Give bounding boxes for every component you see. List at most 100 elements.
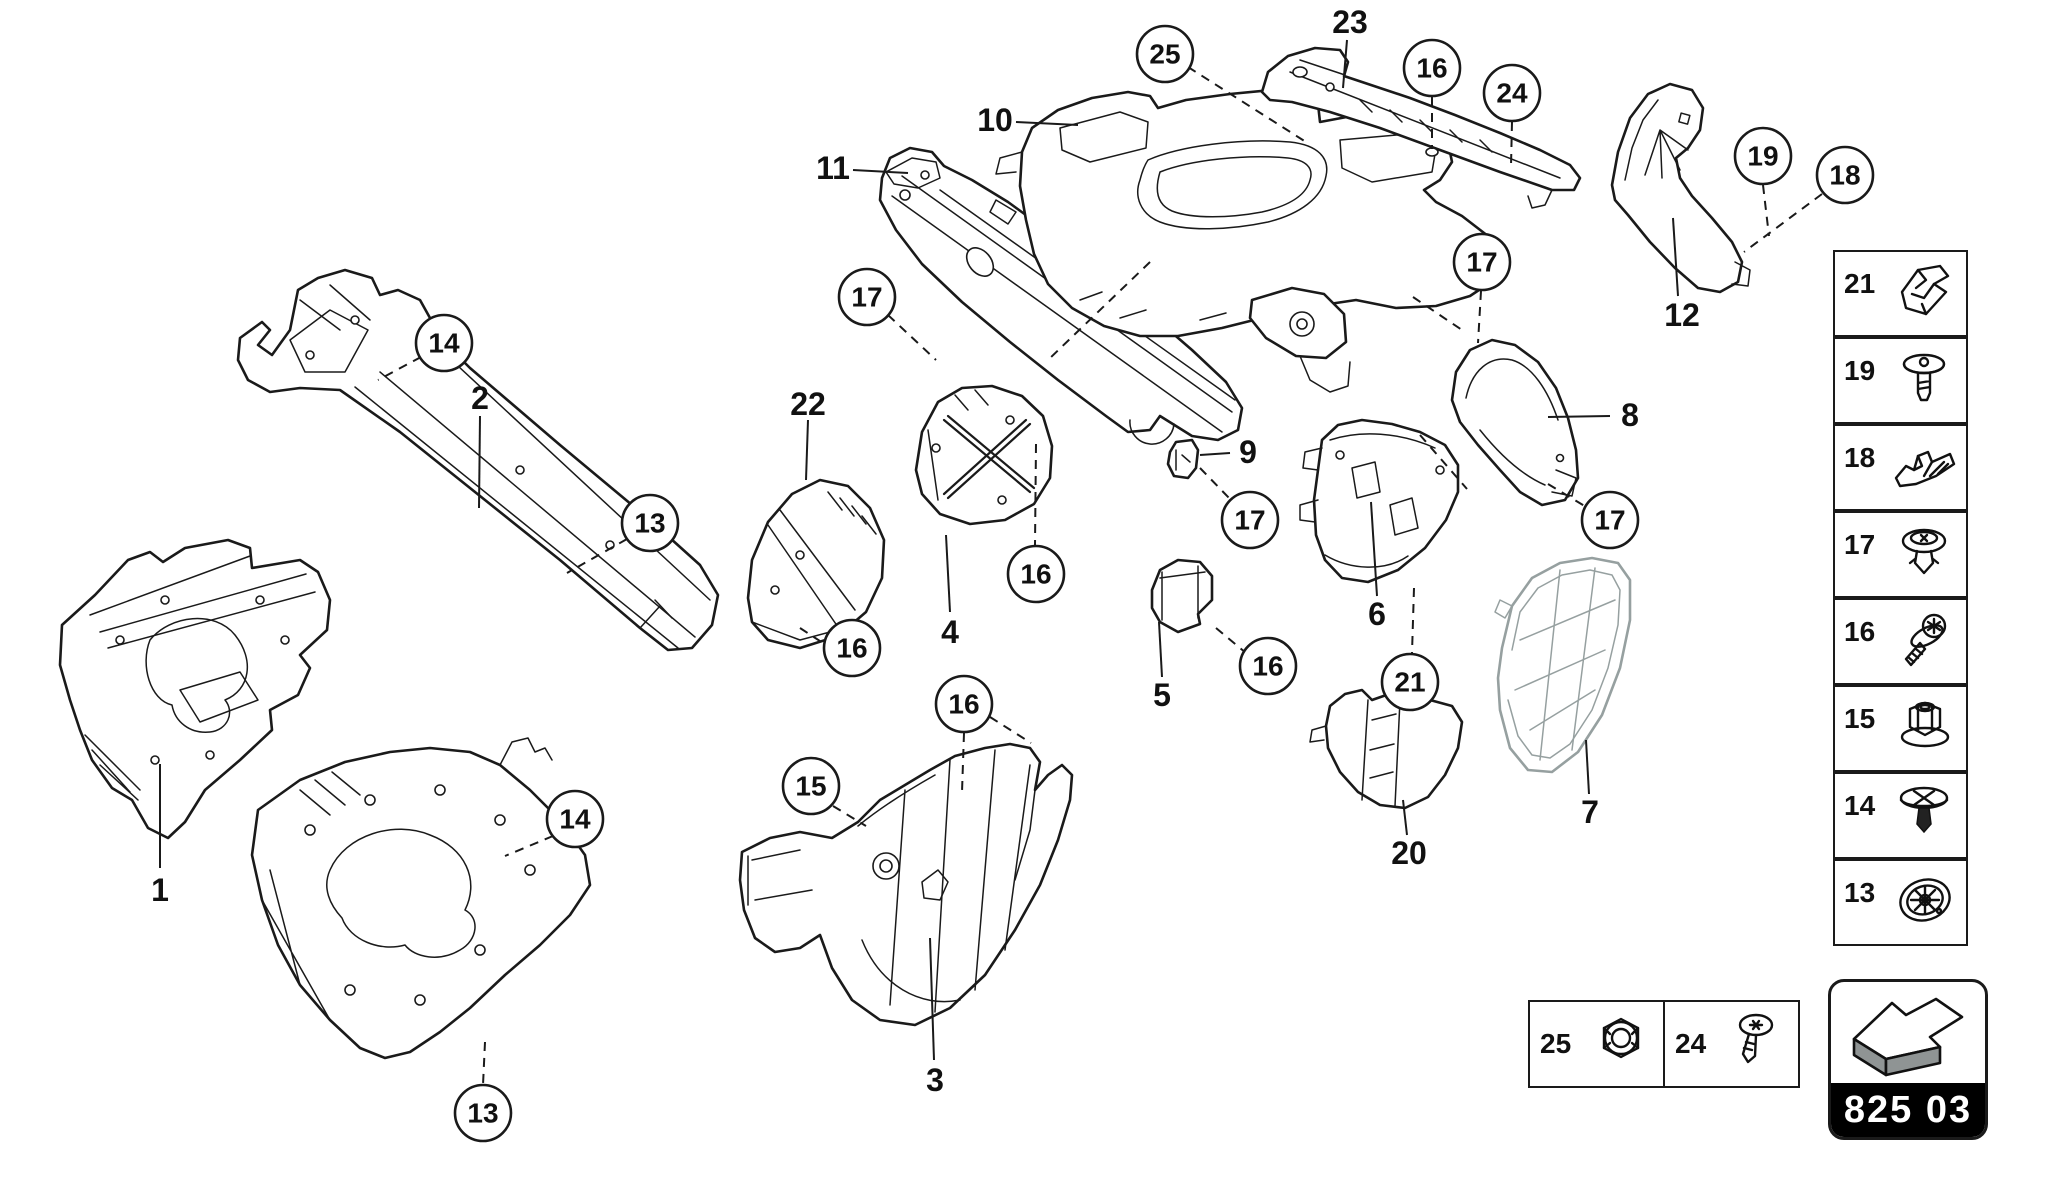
flange-screw-icon (1888, 606, 1960, 678)
callout-17[interactable]: 17 (1220, 490, 1280, 550)
assembly-end-cap-drawing[interactable] (1248, 286, 1351, 393)
label-20[interactable]: 20 (1391, 835, 1427, 871)
label-1[interactable]: 1 (151, 872, 169, 908)
part-12-drawing[interactable] (1610, 82, 1751, 294)
fastener-row-16[interactable]: 16 (1833, 598, 1968, 685)
page-code-bar: 825 03 (1831, 1083, 1985, 1137)
fastener-row-19[interactable]: 19 (1833, 337, 1968, 424)
part-4-drawing[interactable] (914, 384, 1054, 526)
part-1-drawing[interactable] (58, 538, 332, 840)
circle-callouts: 25 16 24 19 18 17 17 14 13 16 16 17 17 1… (414, 24, 1875, 1143)
part-6-drawing[interactable] (1299, 418, 1460, 584)
svg-text:17: 17 (1234, 505, 1265, 536)
fastener-number: 17 (1844, 528, 1876, 560)
callout-24[interactable]: 24 (1482, 63, 1542, 123)
fastener-number: 21 (1844, 267, 1876, 299)
part-7-drawing[interactable] (1494, 556, 1632, 774)
fastener-row-14[interactable]: 14 (1833, 772, 1968, 859)
legend-cell-24[interactable]: 24 (1665, 1002, 1798, 1086)
label-11[interactable]: 11 (816, 150, 850, 186)
callout-16[interactable]: 16 (1402, 38, 1462, 98)
callout-17[interactable]: 17 (837, 267, 897, 327)
part-23-drawing[interactable] (1260, 46, 1582, 209)
svg-text:16: 16 (948, 689, 979, 720)
part-20-drawing[interactable] (1309, 688, 1464, 810)
callout-16[interactable]: 16 (934, 674, 994, 734)
label-3[interactable]: 3 (926, 1062, 944, 1098)
fastener-row-17[interactable]: 17 (1833, 511, 1968, 598)
part-10-drawing[interactable] (995, 88, 1502, 338)
svg-text:15: 15 (795, 771, 826, 802)
fastener-row-21[interactable]: 21 (1833, 250, 1968, 337)
label-12[interactable]: 12 (1664, 297, 1700, 333)
torx-screw-icon (1718, 1008, 1790, 1080)
spoked-disc-icon (1888, 867, 1960, 939)
label-4[interactable]: 4 (941, 614, 959, 650)
callout-25[interactable]: 25 (1135, 24, 1195, 84)
callout-14[interactable]: 14 (545, 789, 605, 849)
part-8-drawing[interactable] (1450, 338, 1580, 507)
dashed-lines (377, 66, 1823, 1086)
label-5[interactable]: 5 (1153, 677, 1171, 713)
svg-text:16: 16 (1020, 559, 1051, 590)
label-2[interactable]: 2 (471, 380, 489, 416)
callout-16[interactable]: 16 (1006, 544, 1066, 604)
callout-13[interactable]: 13 (453, 1083, 513, 1143)
leader-lines (159, 39, 1679, 1061)
channel-clip-icon (1888, 432, 1960, 504)
dome-rivet-icon (1888, 519, 1960, 591)
page-code-text: 825 03 (1843, 1088, 1973, 1131)
svg-text:24: 24 (1496, 78, 1528, 109)
part-22-drawing[interactable] (746, 478, 886, 650)
svg-text:13: 13 (467, 1098, 498, 1129)
svg-text:16: 16 (1416, 53, 1447, 84)
svg-text:16: 16 (836, 633, 867, 664)
wide-rivet-icon (1888, 780, 1960, 852)
label-22[interactable]: 22 (790, 386, 826, 422)
label-6[interactable]: 6 (1368, 596, 1386, 632)
legend-cell-25[interactable]: 25 (1530, 1002, 1665, 1086)
part-5-drawing[interactable] (1150, 558, 1214, 634)
fastener-number: 13 (1844, 876, 1876, 908)
fastener-number: 14 (1844, 789, 1876, 821)
label-10[interactable]: 10 (977, 102, 1013, 138)
part-9-drawing[interactable] (1166, 438, 1200, 480)
label-7[interactable]: 7 (1581, 794, 1599, 830)
fastener-row-13[interactable]: 13 (1833, 859, 1968, 946)
svg-text:13: 13 (634, 508, 665, 539)
fastener-row-15[interactable]: 15 (1833, 685, 1968, 772)
svg-text:16: 16 (1252, 651, 1283, 682)
part-3-drawing[interactable] (738, 742, 1074, 1027)
callout-21[interactable]: 21 (1380, 652, 1440, 712)
svg-text:17: 17 (1466, 247, 1497, 278)
callout-17[interactable]: 17 (1580, 490, 1640, 550)
callout-16[interactable]: 16 (822, 618, 882, 678)
part-1-drawing-lower[interactable] (250, 737, 592, 1060)
callout-19[interactable]: 19 (1733, 126, 1793, 186)
svg-text:18: 18 (1829, 160, 1860, 191)
fastener-number: 18 (1844, 441, 1876, 473)
svg-text:21: 21 (1394, 667, 1425, 698)
fastener-number: 15 (1844, 702, 1876, 734)
flange-nut-icon (1888, 693, 1960, 765)
callout-17[interactable]: 17 (1452, 232, 1512, 292)
direction-arrow-icon (1831, 982, 1985, 1083)
text-labels: 23 10 11 12 2 22 4 9 8 5 6 3 1 20 7 (151, 4, 1700, 1098)
callout-13[interactable]: 13 (620, 493, 680, 553)
label-23[interactable]: 23 (1332, 4, 1368, 40)
callout-16[interactable]: 16 (1238, 636, 1298, 696)
push-rivet-icon (1888, 345, 1960, 417)
fastener-row-18[interactable]: 18 (1833, 424, 1968, 511)
flange-nut-front-icon (1583, 1008, 1655, 1080)
label-8[interactable]: 8 (1621, 397, 1639, 433)
page-code-badge[interactable]: 825 03 (1828, 979, 1988, 1140)
svg-text:14: 14 (559, 804, 591, 835)
fastener-number: 24 (1675, 1028, 1707, 1059)
callout-18[interactable]: 18 (1815, 145, 1875, 205)
fastener-legend: 25 24 (1528, 1000, 1800, 1088)
label-9[interactable]: 9 (1239, 434, 1257, 470)
callout-14[interactable]: 14 (414, 313, 474, 373)
callout-15[interactable]: 15 (781, 756, 841, 816)
